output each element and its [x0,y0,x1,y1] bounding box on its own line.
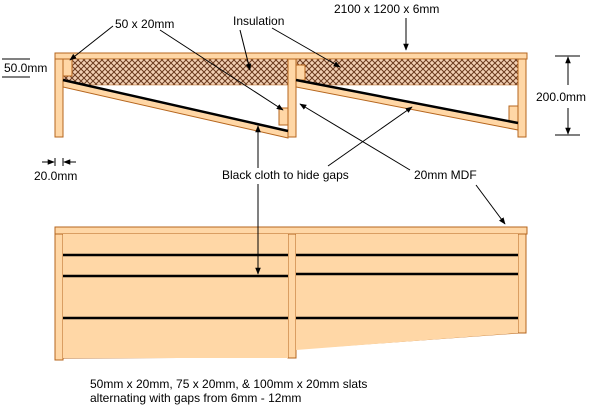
dim-gap-label: 20.0mm [34,169,77,183]
black-cloth-left [62,78,289,133]
batten-leader-right [159,29,284,111]
mdf-leader-up [299,103,411,171]
front-post-left [54,233,64,361]
dim-top-label: 50.0mm [4,61,47,75]
insulation-leader-left [239,29,252,71]
mdf-post-left [54,58,64,138]
mdf-label: 20mm MDF [414,168,477,182]
front-post-middle [287,233,297,359]
front-post-right [517,233,527,334]
insulation-right [296,58,519,86]
insulation-label: Insulation [233,14,284,28]
mdf-post-right [517,58,527,138]
insulation-leader-right [271,27,341,68]
black-cloth-right [295,78,519,125]
cloth-label: Black cloth to hide gaps [222,168,349,182]
note-line-1: 50mm x 20mm, 75 x 20mm, & 100mm x 20mm s… [90,377,367,391]
batten-block-middle-bottom [278,107,289,126]
mdf-leader-down [475,184,506,225]
note-line-2: alternating with gaps from 6mm - 12mm [90,391,301,405]
front-top-rail [54,226,528,235]
batten-label: 50 x 20mm [115,17,174,31]
front-slat-face-right [296,234,518,350]
batten-block-middle-top [295,64,306,81]
cloth-leader-right [327,106,413,167]
insulation-left [62,58,289,86]
batten-block-left-top [62,58,73,77]
batten-leader-left [69,25,114,61]
board-label: 2100 x 1200 x 6mm [334,2,439,16]
front-slat-face-left [63,234,288,358]
dim-side-label: 200.0mm [536,90,586,104]
top-board [54,52,528,60]
mdf-post-middle [287,58,297,138]
